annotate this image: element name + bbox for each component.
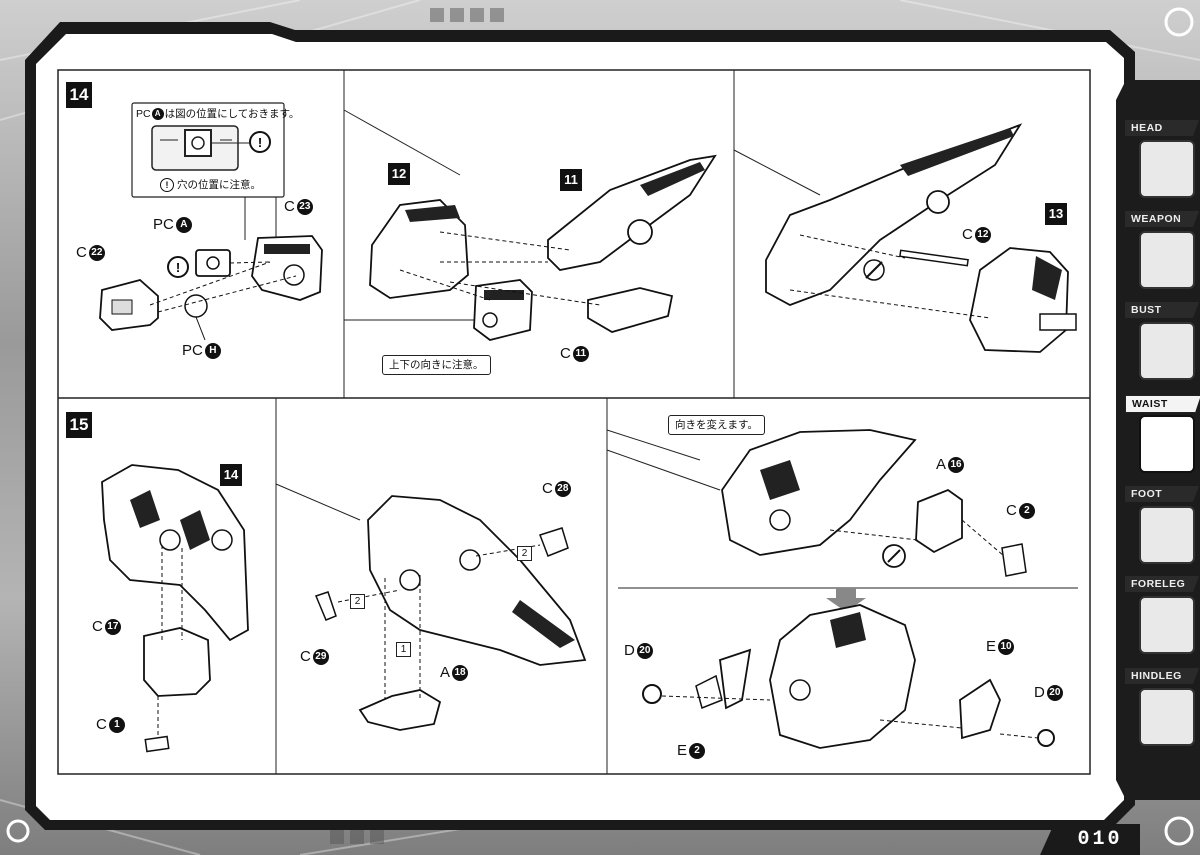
order-mark-1: 1 (396, 642, 411, 657)
step-14-badge: 14 (66, 82, 92, 108)
page-number: 010 (1077, 828, 1123, 851)
change-direction-note: 向きを変えます。 (668, 415, 765, 435)
svg-text:!: ! (176, 260, 180, 275)
step-15-badge: 15 (66, 412, 92, 438)
bust-icon (1139, 322, 1195, 380)
order-mark-2b: 2 (517, 546, 532, 561)
weapon-icon (1139, 231, 1195, 289)
head-icon (1139, 140, 1195, 198)
foreleg-icon (1139, 596, 1195, 654)
caution-icon: ! (160, 177, 174, 192)
subassembly-13-badge: 13 (1045, 203, 1067, 225)
foot-icon (1139, 506, 1195, 564)
corner-bolt-icon (6, 819, 30, 843)
order-mark-2a: 2 (350, 594, 365, 609)
corner-bolt-icon (1164, 7, 1194, 37)
tab-weapon[interactable]: WEAPON (1121, 211, 1200, 292)
hole-position-note: ! 穴の位置に注意。 (160, 177, 261, 192)
updown-orientation-note: 上下の向きに注意。 (382, 355, 491, 375)
corner-bolt-icon (1164, 816, 1194, 846)
hindleg-icon (1139, 688, 1195, 746)
tab-waist[interactable]: WAIST (1121, 395, 1200, 476)
tab-foreleg[interactable]: FORELEG (1121, 576, 1200, 657)
page-number-plate (1040, 824, 1140, 855)
waist-icon (1139, 415, 1195, 473)
pc-a-position-note: PC A は図の位置にしておきます。 (136, 107, 300, 120)
tab-foot[interactable]: FOOT (1121, 486, 1200, 567)
caution-icon (167, 256, 189, 278)
tab-bust[interactable]: BUST (1121, 302, 1200, 383)
subassembly-11-badge: 11 (560, 169, 582, 191)
subassembly-14-badge: 14 (220, 464, 242, 486)
caution-icon (249, 131, 271, 153)
subassembly-12-badge: 12 (388, 163, 410, 185)
tab-head[interactable]: HEAD (1121, 120, 1200, 201)
tab-hindleg[interactable]: HINDLEG (1121, 668, 1200, 749)
svg-text:!: ! (258, 135, 262, 150)
